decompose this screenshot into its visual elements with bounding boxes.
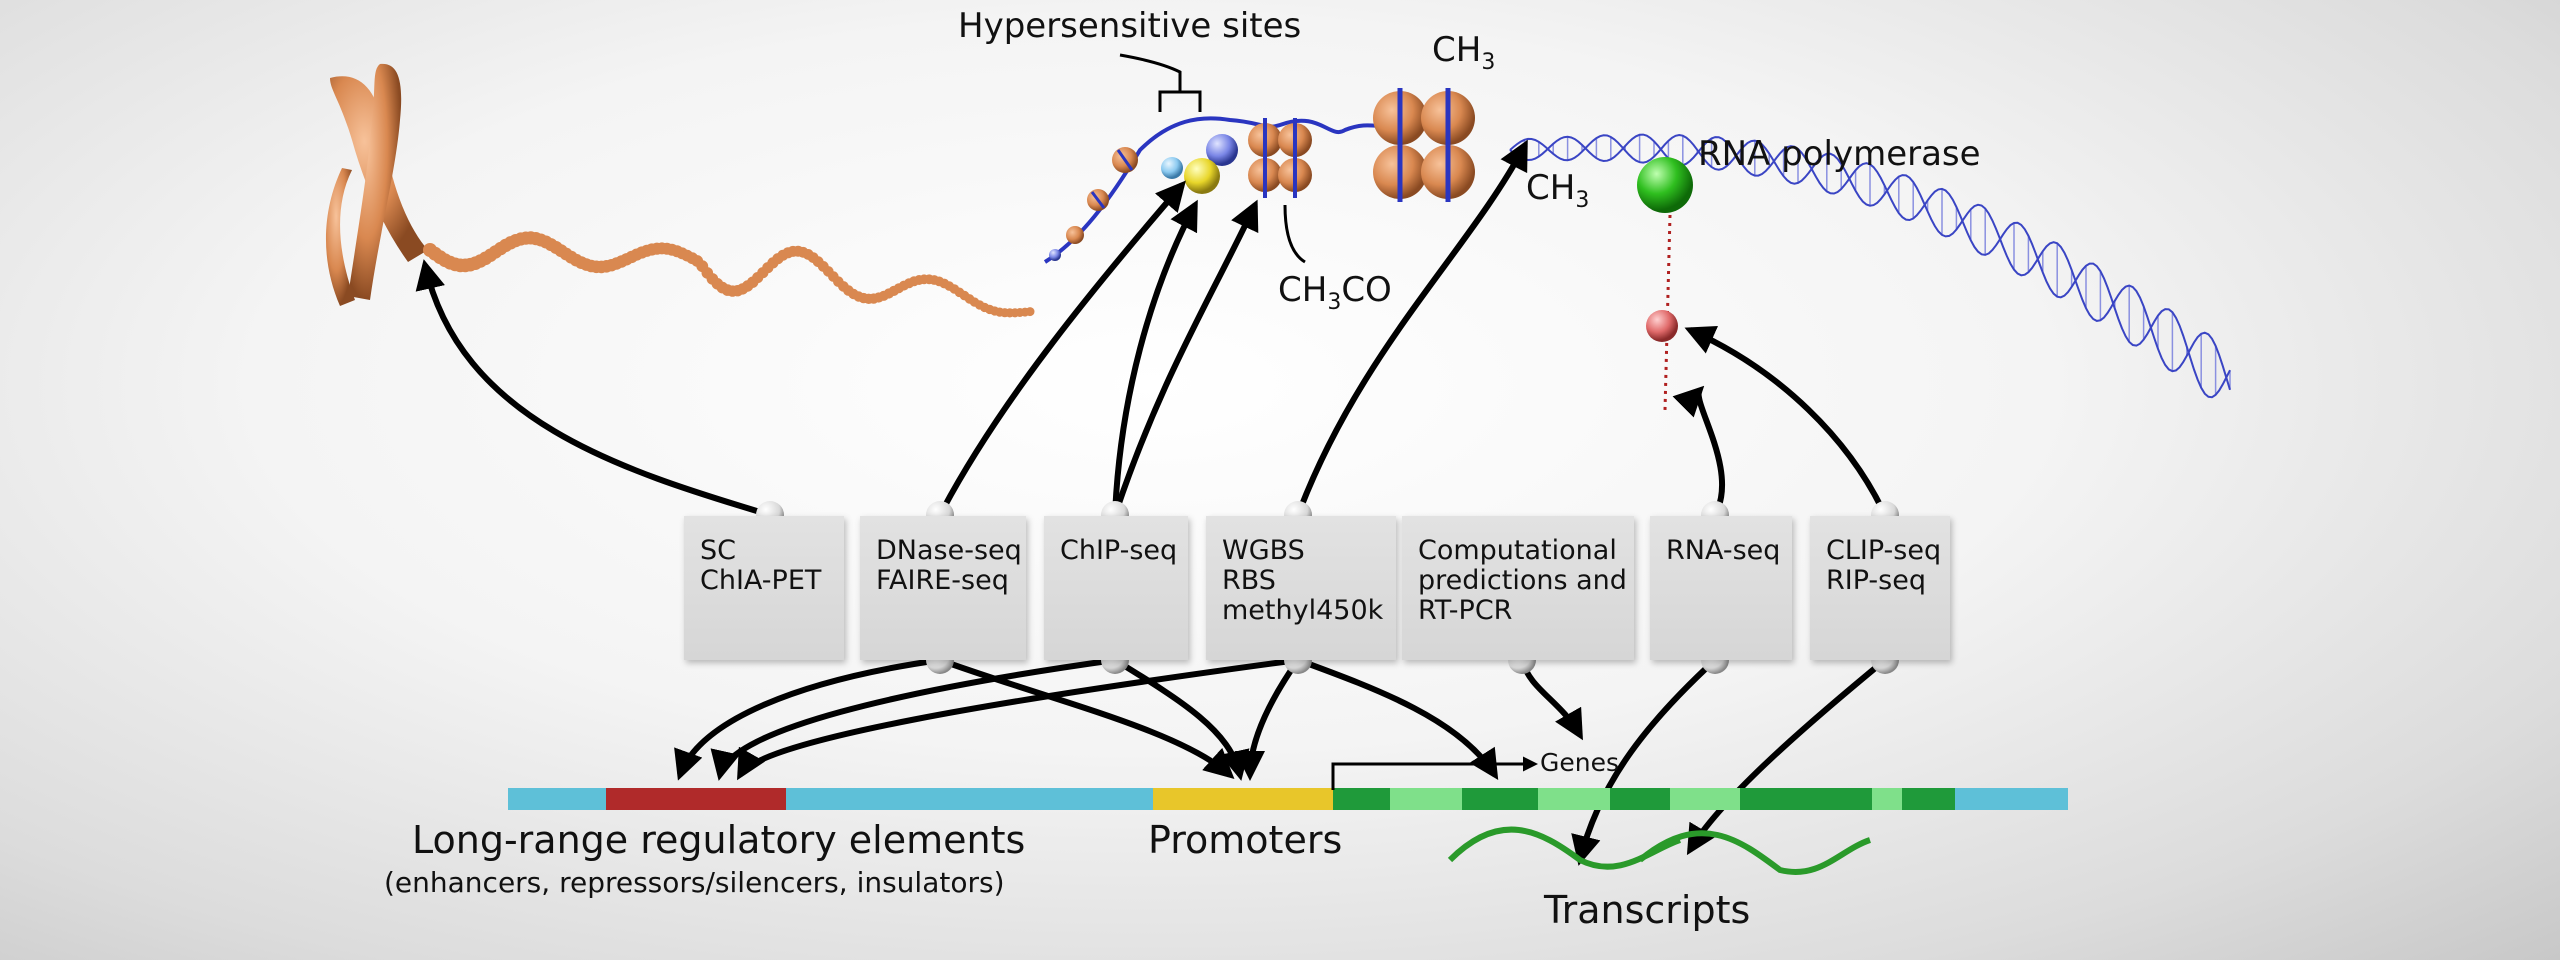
ch3-mid-sub: 3 [1575,187,1590,213]
helix-strand [1509,133,2231,399]
acetyl-label: CH3CO [1278,270,1392,315]
method-line: WGBS [1222,535,1305,566]
nucleosome-strand [1043,116,1401,264]
method-line: RT-PCR [1418,595,1513,626]
promoter-region [1153,788,1333,810]
method-line: Computational [1418,535,1617,566]
method-line: ChIP-seq [1060,535,1178,566]
transcripts-label: Transcripts [1544,888,1751,932]
method-line: RBS [1222,565,1276,596]
enhancer-region [606,788,786,810]
acetyl-text-b: CO [1341,270,1392,310]
ch3-mid-text: CH [1526,168,1576,208]
promoters-label: Promoters [1148,818,1343,862]
helix-strand [1509,133,2231,391]
methylated-nucleosomes [1373,88,1475,202]
hypersensitive-sites-label: Hypersensitive sites [958,6,1302,46]
lower-arrows [674,657,1887,866]
chromatin-fiber [423,231,1035,318]
method-box-rna-seq: RNA-seq [1650,516,1792,660]
method-line: SC [700,535,736,566]
acetylated-nucleosomes [1248,118,1312,198]
method-box-sc-chia-pet: SC ChIA-PET [684,516,844,660]
genome-track [508,788,2068,810]
rna-polymerase-label: RNA polymerase [1698,134,1981,174]
method-line: FAIRE-seq [876,565,1009,596]
ch3-top-label: CH3 [1432,30,1495,75]
ch3-mid-label: CH3 [1526,168,1589,213]
long-range-subtitle: (enhancers, repressors/silencers, insula… [384,866,1005,899]
method-line: methyl450k [1222,595,1384,626]
method-line: ChIA-PET [700,565,822,596]
gene-start-arrow [1331,756,1538,790]
method-box-dnase-faire: DNase-seq FAIRE-seq [860,516,1026,660]
method-line: predictions and [1418,565,1627,596]
method-box-clip-rip: CLIP-seq RIP-seq [1810,516,1950,660]
method-line: DNase-seq [876,535,1022,566]
ch3-top-sub: 3 [1481,49,1496,75]
fiber-bead [1025,307,1035,317]
method-box-computational: Computational predictions and RT-PCR [1402,516,1634,660]
rna-polymerase-icon [1637,157,1693,411]
acetyl-sub: 3 [1327,289,1342,315]
method-line: RNA-seq [1666,535,1781,566]
hypersensitive-bracket [1119,53,1202,112]
transcript-waves [1447,826,1872,875]
genes-label: Genes [1540,748,1620,777]
upper-arrows [415,139,1888,518]
method-box-chip-seq: ChIP-seq [1044,516,1188,660]
transcription-factors [1161,134,1238,194]
method-line: CLIP-seq [1826,535,1942,566]
method-box-methylation: WGBS RBS methyl450k [1206,516,1396,660]
dna-helix [1509,133,2231,399]
long-range-title: Long-range regulatory elements [412,818,1026,862]
gene-region [1333,788,1955,810]
acetyl-text-a: CH [1278,270,1328,310]
ch3-top-text: CH [1432,30,1482,70]
method-line: RIP-seq [1826,565,1926,596]
chromosome-icon [325,63,428,306]
